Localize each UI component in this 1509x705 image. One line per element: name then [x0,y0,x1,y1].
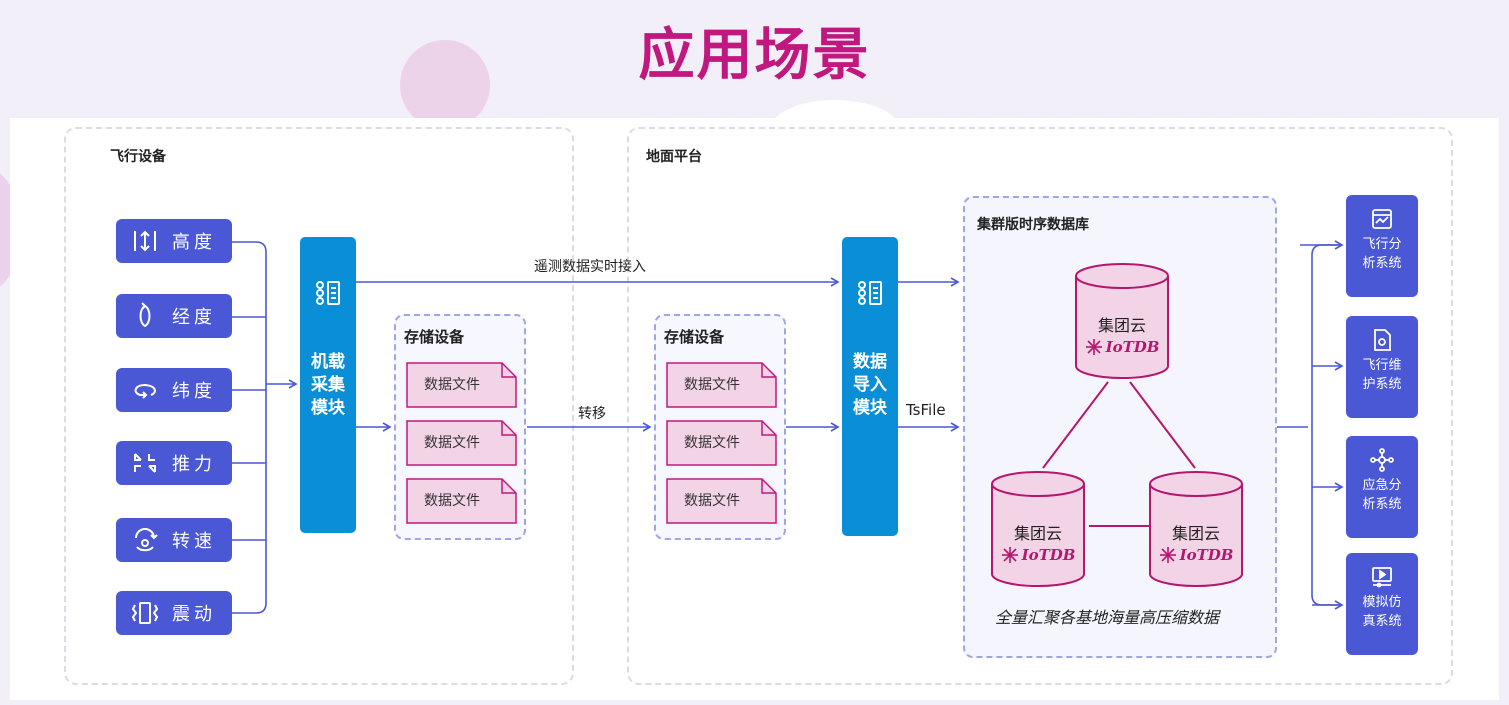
data-file: 数据文件 [406,420,517,466]
data-import-module[interactable]: 数据 导入 模块 [842,237,898,536]
iotdb-flower-icon [1085,339,1102,355]
file-label: 数据文件 [424,493,480,509]
system-label: 飞行维 护系统 [1362,358,1402,392]
cluster-title: 集群版时序数据库 [977,217,1089,233]
system-label: 飞行分 析系统 [1362,237,1402,271]
file-label: 数据文件 [684,493,740,509]
storage-device-ground: 存储设备 数据文件 数据文件 数据文件 [654,314,786,540]
param-label: 推力 [172,454,216,475]
system-emergency-analysis[interactable]: 应急分 析系统 [1346,436,1418,538]
module-icon [316,281,340,305]
param-thrust[interactable]: 推力 [116,441,232,485]
longitude-icon [139,302,151,328]
flight-device-section [64,127,574,685]
onboard-module-label: 机载 采集 模块 [311,352,345,418]
simulation-screen-icon [1372,567,1392,588]
param-vibration[interactable]: 震动 [116,591,232,635]
iotdb-logo: IoTDB [1076,338,1168,356]
storage-title: 存储设备 [664,328,725,346]
file-icon [666,362,777,408]
file-label: 数据文件 [424,435,480,451]
file-icon [406,420,517,466]
system-flight-analysis[interactable]: 飞行分 析系统 [1346,195,1418,297]
iotdb-logo: IoTDB [992,546,1084,564]
ground-platform-label: 地面平台 [646,149,702,165]
param-label: 经度 [172,307,216,328]
data-file: 数据文件 [406,478,517,524]
module-icon [858,281,882,305]
transfer-flow-label: 转移 [578,406,606,422]
tsfile-flow-label: TsFile [906,401,946,419]
param-longitude[interactable]: 经度 [116,294,232,338]
db-node-label: 集团云 [1013,524,1062,543]
param-label: 纬度 [172,381,216,402]
db-node-right[interactable]: 集团云 IoTDB [1148,470,1244,588]
background-decoration [400,40,490,130]
param-label: 转速 [172,531,216,552]
ground-platform-section [627,127,1453,685]
page-title: 应用场景 [638,23,871,88]
cluster-caption: 全量汇聚各基地海量高压缩数据 [995,608,1220,627]
rotation-speed-icon [135,528,158,552]
storage-device-onboard: 存储设备 数据文件 数据文件 数据文件 [394,314,526,540]
cluster-links [1042,381,1196,527]
thrust-icon [134,453,156,473]
file-icon [406,478,517,524]
emergency-network-icon [1370,448,1394,472]
iotdb-logo: IoTDB [1150,546,1242,564]
db-node-left[interactable]: 集团云 IoTDB [990,470,1086,588]
system-simulation[interactable]: 模拟仿 真系统 [1346,553,1418,655]
system-flight-maintenance[interactable]: 飞行维 护系统 [1346,316,1418,418]
maintenance-doc-icon [1374,329,1391,351]
file-label: 数据文件 [684,435,740,451]
vibration-icon [131,602,159,624]
import-module-label: 数据 导入 模块 [853,352,887,418]
data-file: 数据文件 [666,478,777,524]
file-label: 数据文件 [684,377,740,393]
db-node-label: 集团云 [1171,524,1220,543]
onboard-collection-module[interactable]: 机载 采集 模块 [300,237,356,533]
telemetry-flow-label: 遥测数据实时接入 [534,259,646,275]
param-altitude[interactable]: 高度 [116,219,232,263]
chart-analysis-icon [1372,209,1392,229]
data-file: 数据文件 [666,420,777,466]
file-icon [666,478,777,524]
db-node-top[interactable]: 集团云 IoTDB [1074,262,1170,380]
altitude-icon [134,230,156,252]
system-label: 应急分 析系统 [1362,478,1402,512]
data-file: 数据文件 [666,362,777,408]
param-latitude[interactable]: 纬度 [116,368,232,412]
param-label: 高度 [172,232,216,253]
file-icon [666,420,777,466]
data-file: 数据文件 [406,362,517,408]
file-icon [406,362,517,408]
db-node-label: 集团云 [1097,316,1146,335]
latitude-icon [134,383,156,399]
system-label: 模拟仿 真系统 [1362,595,1402,629]
iotdb-flower-icon [1159,547,1176,563]
storage-title: 存储设备 [404,328,465,346]
param-rotation-speed[interactable]: 转速 [116,518,232,562]
param-label: 震动 [172,604,216,625]
flight-device-label: 飞行设备 [110,149,166,165]
iotdb-flower-icon [1001,547,1018,563]
file-label: 数据文件 [424,377,480,393]
